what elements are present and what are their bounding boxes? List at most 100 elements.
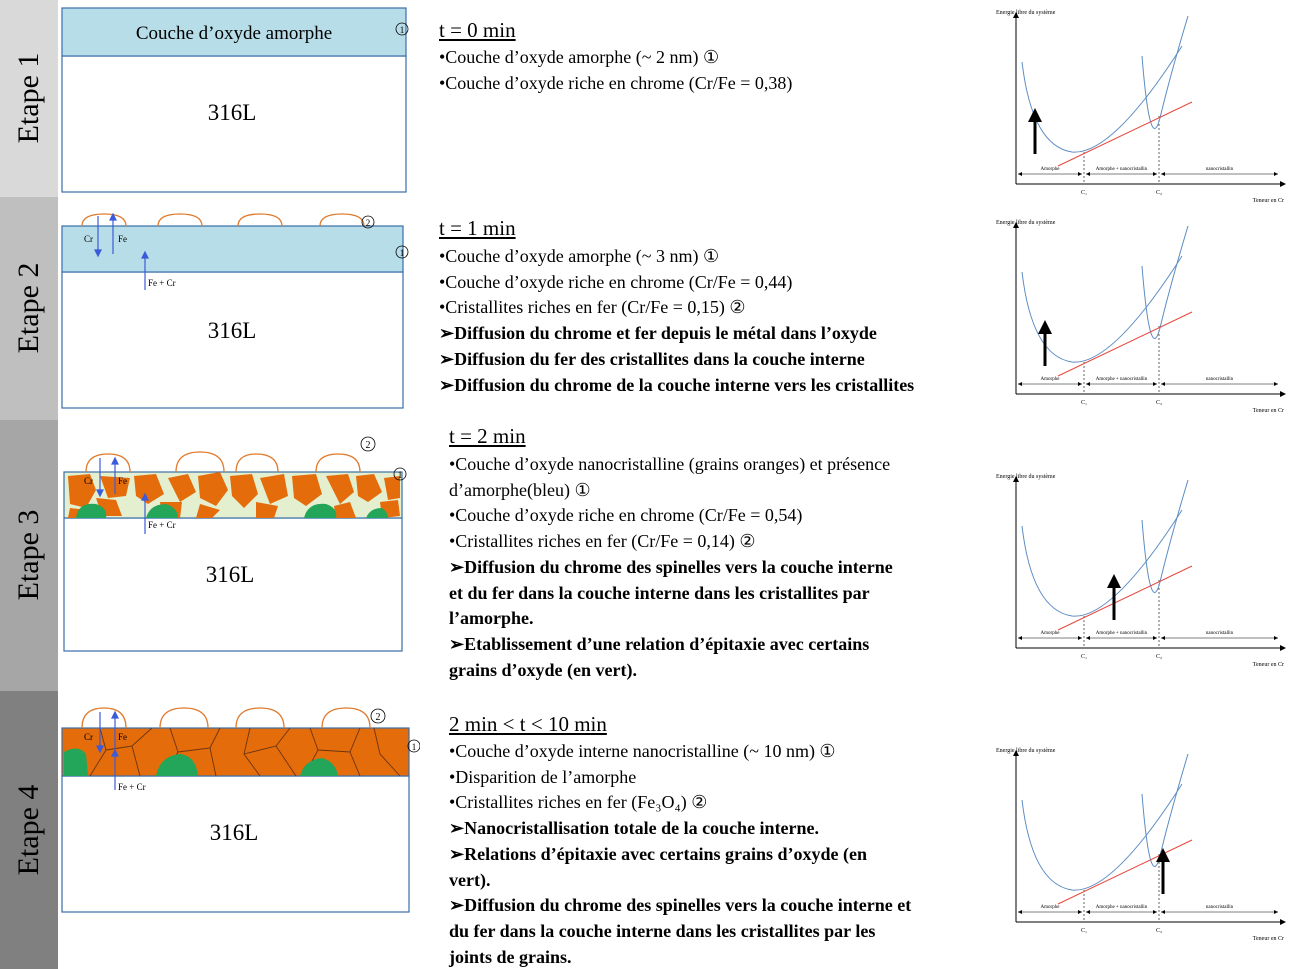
x-axis-arrow-icon <box>1280 391 1286 397</box>
span-arrow-right-icon <box>1078 172 1082 176</box>
observation-line: •Cristallites riches en fer (Fe₃O₄) ② <box>449 792 708 813</box>
x-axis-label: Teneur en Cr <box>1253 662 1284 668</box>
mechanism-line: ➢Diffusion du fer des cristallites dans … <box>439 348 865 369</box>
span-arrow-right-icon <box>1274 382 1278 386</box>
span-arrow-left-icon <box>1161 172 1165 176</box>
stage-tab-1: Etape 1 <box>0 0 58 197</box>
x-axis-label: Teneur en Cr <box>1253 936 1284 942</box>
stage-tab-label: Etape 1 <box>12 52 45 144</box>
observation-line: •Couche d’oxyde riche en chrome (Cr/Fe =… <box>439 271 793 292</box>
region-label: Amorphe + nanocristallin <box>1096 905 1148 910</box>
fe-label: Fe <box>118 234 127 244</box>
crystalline-energy-curve <box>1141 479 1189 593</box>
observation-line: •Couche d’oxyde nanocristalline (grains … <box>449 454 891 474</box>
indicator-arrow-up-icon <box>1038 320 1052 334</box>
c2-label: C₂ <box>1156 654 1162 660</box>
c1-label: C₁ <box>1081 928 1087 934</box>
region-label: Amorphe + nanocristallin <box>1096 631 1148 636</box>
crystallites <box>85 451 361 473</box>
stage-tab-4: Etape 4 <box>0 691 58 969</box>
material-label: 316L <box>206 562 255 587</box>
region-label: Amorphe <box>1041 167 1061 172</box>
mechanism-line: ➢Diffusion du chrome de la couche intern… <box>439 374 915 395</box>
mechanism-line: ➢Etablissement d’une relation d’épitaxie… <box>449 633 870 654</box>
marker-1-icon: 1 <box>393 467 407 481</box>
region-label: Amorphe <box>1041 631 1061 636</box>
mechanism-line: l’amorphe. <box>449 608 534 629</box>
y-axis-label: Energie libre du système <box>996 220 1056 226</box>
y-axis-label: Energie libre du système <box>996 10 1056 16</box>
cr-label: Cr <box>84 234 93 244</box>
mechanism-line: grains d’oxyde (en vert). <box>449 659 637 680</box>
mechanism-line: du fer dans la couche interne dans les c… <box>449 920 876 941</box>
mechanism-line: et du fer dans la couche interne dans le… <box>449 582 870 603</box>
marker-1-icon: 1 <box>395 22 409 36</box>
stage-3-schematic: Cr Fe Fe + Cr 316L 2 1 <box>63 436 407 652</box>
y-axis-label: Energie libre du système <box>996 474 1056 480</box>
span-arrow-right-icon <box>1078 910 1082 914</box>
crystalline-energy-curve <box>1141 225 1189 339</box>
span-arrow-right-icon <box>1274 910 1278 914</box>
stage-tab-label: Etape 4 <box>12 784 45 876</box>
crystallites <box>81 707 371 729</box>
span-arrow-left-icon <box>1161 382 1165 386</box>
indicator-arrow-up-icon <box>1028 108 1042 122</box>
stage-tab-3: Etape 3 <box>0 420 58 691</box>
region-label: Amorphe <box>1041 377 1061 382</box>
crystalline-energy-curve <box>1141 15 1189 129</box>
c1-label: C₁ <box>1081 400 1087 406</box>
span-arrow-right-icon <box>1153 172 1157 176</box>
marker-2-icon: 2 <box>361 215 375 229</box>
common-tangent <box>1057 839 1193 905</box>
stage-time: t = 1 min <box>439 216 516 240</box>
region-label: Amorphe <box>1041 905 1061 910</box>
diffusion-arrows <box>96 710 119 790</box>
cr-label: Cr <box>84 732 93 742</box>
region-label: Amorphe + nanocristallin <box>1096 377 1148 382</box>
marker-2-icon: 2 <box>370 708 386 724</box>
indicator-arrow-up-icon <box>1156 848 1170 862</box>
amorphous-energy-curve <box>1021 45 1183 153</box>
observation-line: •Cristallites riches en fer (Cr/Fe = 0,1… <box>439 297 746 318</box>
metal-substrate <box>63 517 403 652</box>
fe-label: Fe <box>118 476 127 486</box>
mechanism-line: ➢Diffusion du chrome des spinelles vers … <box>449 556 893 577</box>
layer-label: Couche d’oxyde amorphe <box>136 23 332 44</box>
span-arrow-left-icon <box>1018 910 1022 914</box>
region-label: nanocristallin <box>1206 631 1234 636</box>
stage-tab-2: Etape 2 <box>0 197 58 420</box>
amorphous-energy-curve <box>1021 255 1183 363</box>
span-arrow-left-icon <box>1086 172 1090 176</box>
span-arrow-right-icon <box>1078 636 1082 640</box>
marker-1-icon: 1 <box>407 739 420 753</box>
x-axis-label: Teneur en Cr <box>1253 198 1284 204</box>
observation-line: •Couche d’oxyde interne nanocristalline … <box>449 741 836 761</box>
fe-cr-label: Fe + Cr <box>148 278 176 288</box>
c2-label: C₂ <box>1156 400 1162 406</box>
metal-substrate <box>61 775 410 913</box>
epitaxial-grains <box>64 748 338 776</box>
grain-boundaries <box>89 727 401 777</box>
mechanism-line: ➢Relations d’épitaxie avec certains grai… <box>449 843 868 864</box>
svg-text:1: 1 <box>400 25 405 35</box>
metal-substrate <box>61 55 407 193</box>
span-arrow-right-icon <box>1078 382 1082 386</box>
c1-label: C₁ <box>1081 190 1087 196</box>
cr-label: Cr <box>84 476 93 486</box>
mechanism-line: joints de grains. <box>449 946 572 967</box>
span-arrow-left-icon <box>1018 382 1022 386</box>
mechanism-line: ➢Nanocristallisation totale de la couche… <box>449 818 820 839</box>
fe-cr-label: Fe + Cr <box>118 782 146 792</box>
region-label: nanocristallin <box>1206 377 1234 382</box>
region-label: nanocristallin <box>1206 905 1234 910</box>
amorphous-energy-curve <box>1021 783 1183 891</box>
epitaxial-grains <box>76 503 388 518</box>
amorphous-oxide-layer <box>61 225 404 273</box>
observation-line: •Cristallites riches en fer (Cr/Fe = 0,1… <box>449 531 756 552</box>
mechanism-line: ➢Diffusion du chrome et fer depuis le mé… <box>439 323 877 344</box>
diffusion-arrows <box>94 212 149 290</box>
span-arrow-left-icon <box>1161 636 1165 640</box>
c1-label: C₁ <box>1081 654 1087 660</box>
